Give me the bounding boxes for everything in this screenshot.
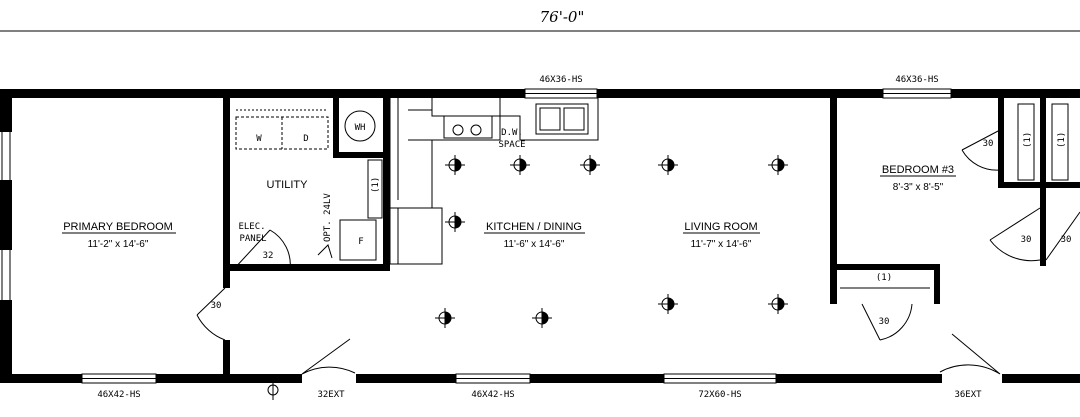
door-label-primary: 30 [211,301,222,311]
kitchen-dining-size: 11'-6" x 14'-6" [504,239,565,250]
utility-wall-right [383,98,390,271]
bath-wall [998,98,1004,188]
opt-label: OPT. 24LV [323,193,333,242]
light-fixture-icon [768,155,788,175]
door-label-entry-left: 32EXT [317,390,345,400]
dishwasher-label: D.W. [501,128,523,138]
bath-door-a-swing [989,207,1041,262]
utility-wall-bottom [230,264,390,271]
bedroom3-wall-bottom [830,264,940,270]
light-fixture-icon [445,212,465,232]
light-fixture-icon [532,308,552,328]
light-fixture-icon [580,155,600,175]
light-fixture-icon [510,155,530,175]
shelf-label-hall: (1) [876,273,892,283]
kitchen-sink [535,103,589,135]
door-label-hall-closet: 30 [879,317,890,327]
shelf-label-closet: (1) [1023,132,1033,148]
hall-closet-door-swing [861,303,913,341]
light-fixture-icon [658,155,678,175]
door-label-utility: 32 [263,251,274,261]
furnace-label: F [358,237,363,247]
bedroom3-size: 8'-3" x 8'-5" [893,182,944,193]
exterior-wall-bottom [0,374,1080,383]
light-fixture-icon [445,155,465,175]
window-label-living-bottom: 72X60-HS [698,390,741,400]
window-label-kitchen-top: 46X36-HS [539,75,582,85]
closet-shelf [1017,103,1035,181]
utility-door-swing [232,229,291,271]
closet-door-swing [961,129,1001,171]
bedroom3-wall-left [830,98,837,268]
end-wall-segment [0,300,12,374]
kitchen-counter-top [431,98,599,141]
living-room-size: 11'-7" x 14'-6" [691,239,752,250]
shelf-label-utility: (1) [371,177,381,193]
bedroom3-name: BEDROOM #3 [882,164,954,176]
dishwasher-space-label: SPACE [498,140,525,150]
furnace-icon [339,219,377,261]
primary-bedroom-size: 11'-2" x 14'-6" [88,239,149,250]
door-label-closet: 30 [983,139,994,149]
entry-door-left-opening [302,374,356,383]
overall-dimension: 76'-0" [540,8,585,26]
dryer-label: D [303,134,308,144]
dishwasher-space [443,115,493,139]
entry-door-left-swing [301,338,356,375]
light-fixture-icon [768,294,788,314]
living-room-name: LIVING ROOM [684,221,757,233]
primary-bedroom-name: PRIMARY BEDROOM [63,221,173,233]
utility-shelf [367,159,383,219]
washer-label: W [256,134,262,144]
bath-door-b-swing [1045,211,1080,261]
elec-label: ELEC. [238,222,265,232]
door-label-entry-right: 36EXT [954,390,982,400]
shelf-label-bath: (1) [1057,132,1067,148]
entry-door-right-swing [939,333,1001,375]
light-fixture-icon [658,294,678,314]
water-heater-icon [344,110,376,142]
water-heater-label: WH [355,123,366,133]
window-label-bedroom3-top: 46X36-HS [895,75,938,85]
kitchen-counter-left [389,98,501,209]
range [389,207,443,265]
panel-label: PANEL [239,234,266,244]
light-fixture-icon [435,308,455,328]
primary-bedroom-wall [223,98,230,288]
end-wall-segment [0,180,12,250]
window-label-kitchen-bottom: 46X42-HS [471,390,514,400]
ceiling-lights [435,155,788,328]
end-wall-segment [0,98,12,132]
utility-name: UTILITY [267,179,309,191]
door-label-bath-b: 30 [1061,235,1072,245]
window-label-primary-bottom: 46X42-HS [97,390,140,400]
door-label-bath-a: 30 [1021,235,1032,245]
kitchen-dining-name: KITCHEN / DINING [486,221,582,233]
entry-door-right-opening [942,374,1002,383]
primary-door-swing [196,287,226,341]
